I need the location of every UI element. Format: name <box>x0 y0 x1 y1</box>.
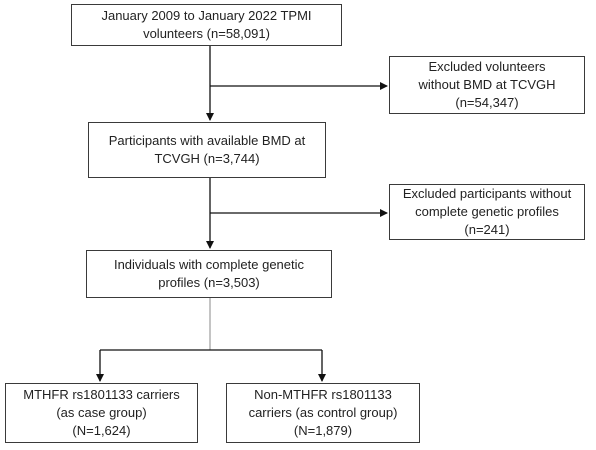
box-line: Non-MTHFR rs1801133 <box>254 387 392 402</box>
box-excluded-no-bmd: Excluded volunteers without BMD at TCVGH… <box>389 56 585 114</box>
box-line: (N=1,624) <box>72 423 131 438</box>
box-line: Excluded volunteers <box>428 59 546 74</box>
box-line: (n=54,347) <box>455 95 519 110</box>
box-line: TCVGH (n=3,744) <box>154 151 260 166</box>
box-line: (n=241) <box>464 222 510 237</box>
box-line: January 2009 to January 2022 TPMI <box>101 8 312 23</box>
box-individuals-genetic: Individuals with complete genetic profil… <box>86 250 332 298</box>
box-line: without BMD at TCVGH <box>418 77 556 92</box>
box-non-mthfr-carriers: Non-MTHFR rs1801133 carriers (as control… <box>226 383 420 443</box>
box-line: profiles (n=3,503) <box>158 275 260 290</box>
box-line: volunteers (n=58,091) <box>143 26 270 41</box>
box-line: complete genetic profiles <box>415 204 559 219</box>
box-line: Participants with available BMD at <box>108 133 306 148</box>
box-line: (N=1,879) <box>293 423 353 438</box>
box-line: Excluded participants without <box>402 186 572 201</box>
box-mthfr-carriers: MTHFR rs1801133 carriers (as case group)… <box>5 383 198 443</box>
box-line: (as case group) <box>56 405 147 420</box>
box-participants-bmd: Participants with available BMD at TCVGH… <box>88 122 326 178</box>
box-line: Individuals with complete genetic <box>113 257 305 272</box>
box-tpmi-volunteers: January 2009 to January 2022 TPMI volunt… <box>71 4 342 46</box>
box-line: carriers (as control group) <box>248 405 398 420</box>
box-line: MTHFR rs1801133 carriers <box>23 387 180 402</box>
box-excluded-no-genetic: Excluded participants without complete g… <box>389 184 585 240</box>
